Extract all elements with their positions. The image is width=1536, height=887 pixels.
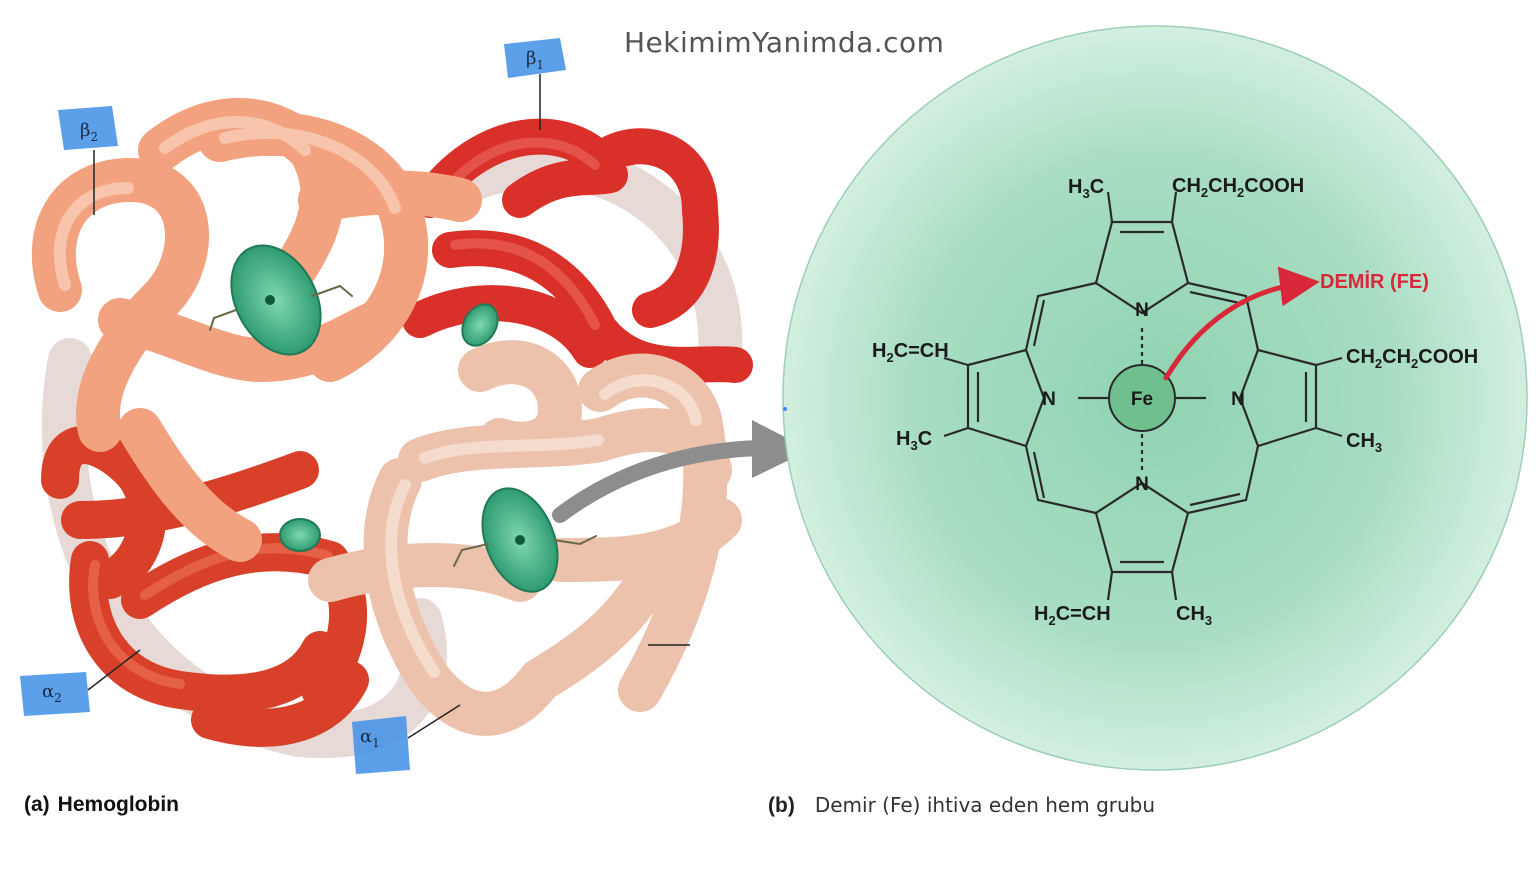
label-alpha1: α1 [352,704,461,774]
group-top-left: H3C [1068,176,1104,201]
label-alpha1-text: α1 [360,726,380,750]
label-beta1: β1 [504,38,566,130]
label-beta1-text: β1 [526,48,544,72]
caption-heme: (b) Demir (Fe) ihtiva eden hem grubu [768,793,1155,818]
label-alpha2-text: α2 [42,681,62,705]
heme-group-beta1 [461,303,499,347]
iron-callout-text: DEMİR (FE) [1320,270,1429,293]
caption-hemoglobin: (a) Hemoglobin [24,793,179,817]
heme-group-beta2 [209,244,353,356]
nitrogen-bottom: N [1135,474,1149,495]
nitrogen-left: N [1042,389,1056,410]
caption-b-text: Demir (Fe) ihtiva eden hem grubu [814,793,1156,817]
caption-a-letter: (a) [24,793,50,816]
group-left-bottom: H3C [896,428,932,453]
group-top-right: CH2CH2COOH [1172,175,1304,200]
label-beta2: β2 [58,106,118,215]
watermark: HekimimYanimda.com [624,26,945,59]
nitrogen-top: N [1135,300,1149,321]
heme-group-alpha1 [453,487,597,593]
nitrogen-right: N [1231,389,1245,410]
group-right-top: CH2CH2COOH [1346,346,1478,371]
group-left-top: H2C=CH [872,340,949,365]
iron-atom [1108,364,1176,432]
dot-marker [783,407,787,411]
label-beta2-text: β2 [80,120,98,144]
group-bottom-left: H2C=CH [1034,603,1111,628]
iron-label: Fe [1131,389,1153,410]
iron-callout-arrow [1163,266,1320,381]
hemoglobin-molecule [31,98,753,759]
heme-group-alpha2 [279,518,321,552]
label-alpha2: α2 [20,649,141,716]
group-bottom-right: CH3 [1176,603,1212,628]
heme-structure [943,191,1343,601]
group-right-bottom: CH3 [1346,430,1382,455]
caption-b-letter: (b) [768,794,795,817]
pointer-arrow [552,420,810,523]
caption-a-title: Hemoglobin [57,793,179,816]
